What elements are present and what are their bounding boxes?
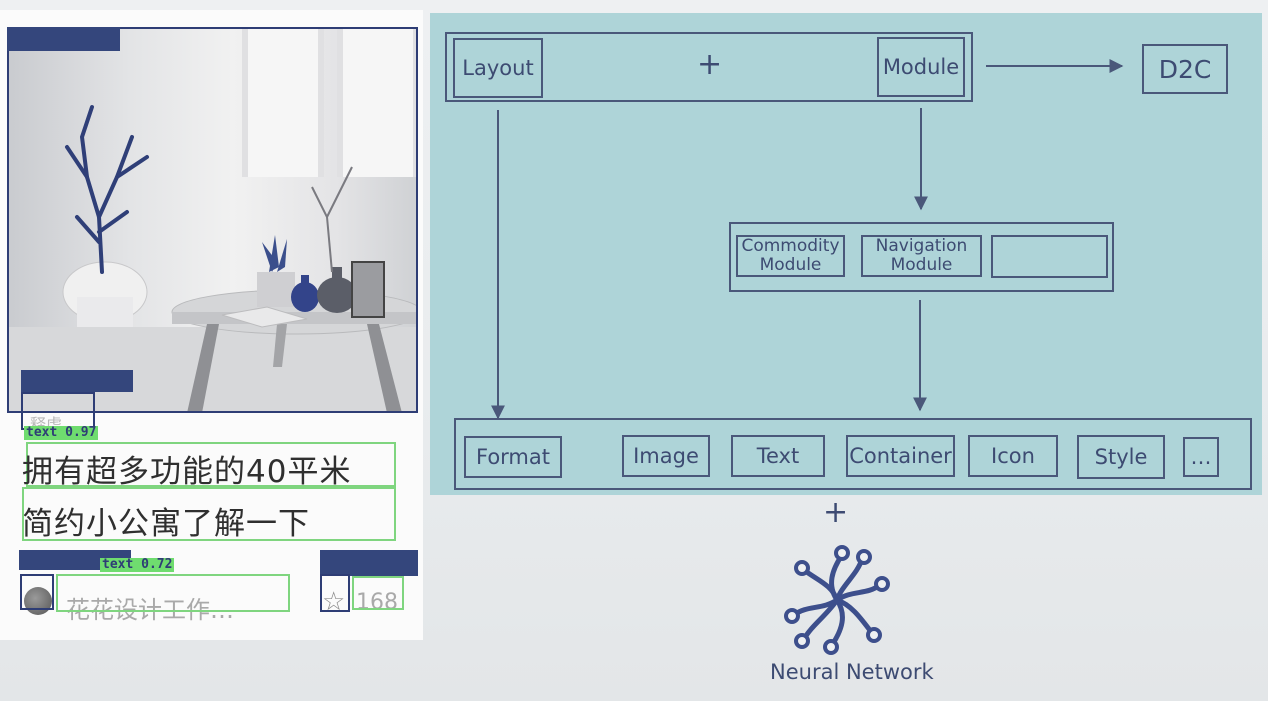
empty-module-box	[991, 235, 1108, 278]
container-box: Container	[846, 435, 955, 477]
style-box: Style	[1077, 435, 1165, 479]
neural-network-label: Neural Network	[770, 660, 934, 684]
modules-frame	[729, 222, 1114, 292]
count-detection-box	[352, 576, 404, 610]
commodity-module-box: Commodity Module	[736, 235, 845, 277]
like-count: 168	[356, 590, 398, 615]
window-pane	[242, 27, 324, 177]
ui-detection-card: 释虐 text 0.97 拥有超多功能的40平米 简约小公寓了解一下 text …	[0, 10, 423, 640]
layout-module-frame	[445, 32, 973, 102]
window-pane	[337, 27, 418, 177]
layout-box: Layout	[453, 38, 543, 98]
d2c-box: D2C	[1142, 44, 1228, 94]
plus-sign: +	[697, 47, 723, 82]
ellipsis-box: …	[1183, 437, 1219, 477]
detection-tag	[320, 550, 418, 576]
star-icon: ☆	[322, 587, 346, 617]
detection-tag	[21, 370, 133, 392]
title-line-1: 拥有超多功能的40平米	[22, 454, 352, 490]
title-detection-box	[26, 442, 396, 487]
format-box: Format	[464, 436, 562, 478]
title-line-2: 简约小公寓了解一下	[22, 506, 310, 542]
detection-tag	[7, 27, 120, 51]
text-box: Text	[731, 435, 825, 477]
image-box: Image	[622, 435, 710, 477]
title-detection-box	[22, 487, 396, 541]
avatar	[24, 587, 52, 615]
detection-score: text 0.97	[24, 425, 99, 440]
module-box: Module	[877, 37, 965, 97]
neural-network-icon	[784, 545, 890, 655]
star-detection-box	[320, 574, 350, 612]
navigation-module-box: Navigation Module	[861, 235, 982, 277]
detection-score: text 0.72	[100, 557, 175, 572]
plus-sign: +	[823, 495, 849, 530]
elements-frame	[454, 418, 1252, 490]
d2c-diagram-panel	[430, 13, 1262, 495]
author-detection-box	[56, 574, 290, 612]
icon-box: Icon	[968, 435, 1058, 477]
avatar-detection-box	[20, 574, 54, 610]
image-detection-box	[7, 27, 418, 413]
